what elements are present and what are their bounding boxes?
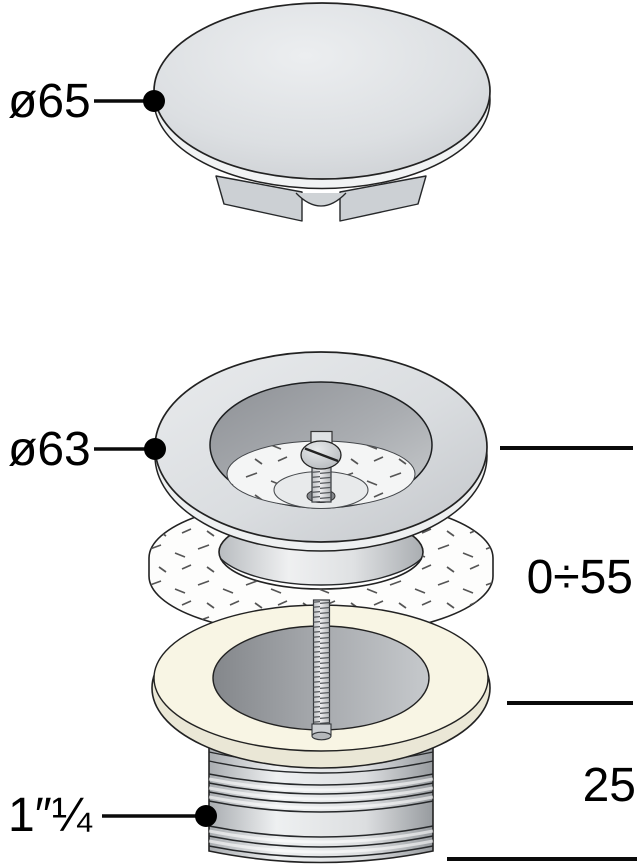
annotations: ø65 ø63 1″¼ 0÷55 25 [8,75,637,861]
rod-shaft-threads [313,600,330,724]
fibre-gasket-texture [149,498,493,636]
cap-center-boss [295,192,347,207]
cover-cap [153,2,491,222]
screw-slot [304,447,339,463]
cap-fin-left [215,175,303,222]
leader-dot-cap [143,90,165,112]
rod-end-cap [311,731,332,741]
flange-assembly [148,351,494,637]
label-height-range: 0÷55 [527,551,633,604]
label-thread-size: 1″¼ [8,789,93,842]
thread-ridges [208,773,434,858]
leader-dot-flange [144,438,166,460]
label-cap-diameter: ø65 [8,75,91,128]
leader-dot-thread [195,805,217,827]
label-thread-height: 25 [583,759,636,812]
cap-dome [153,2,491,180]
label-flange-diameter: ø63 [8,423,91,476]
cap-fin-right [339,175,427,222]
screw-shaft-threads [312,466,331,502]
threaded-rod [311,599,332,741]
